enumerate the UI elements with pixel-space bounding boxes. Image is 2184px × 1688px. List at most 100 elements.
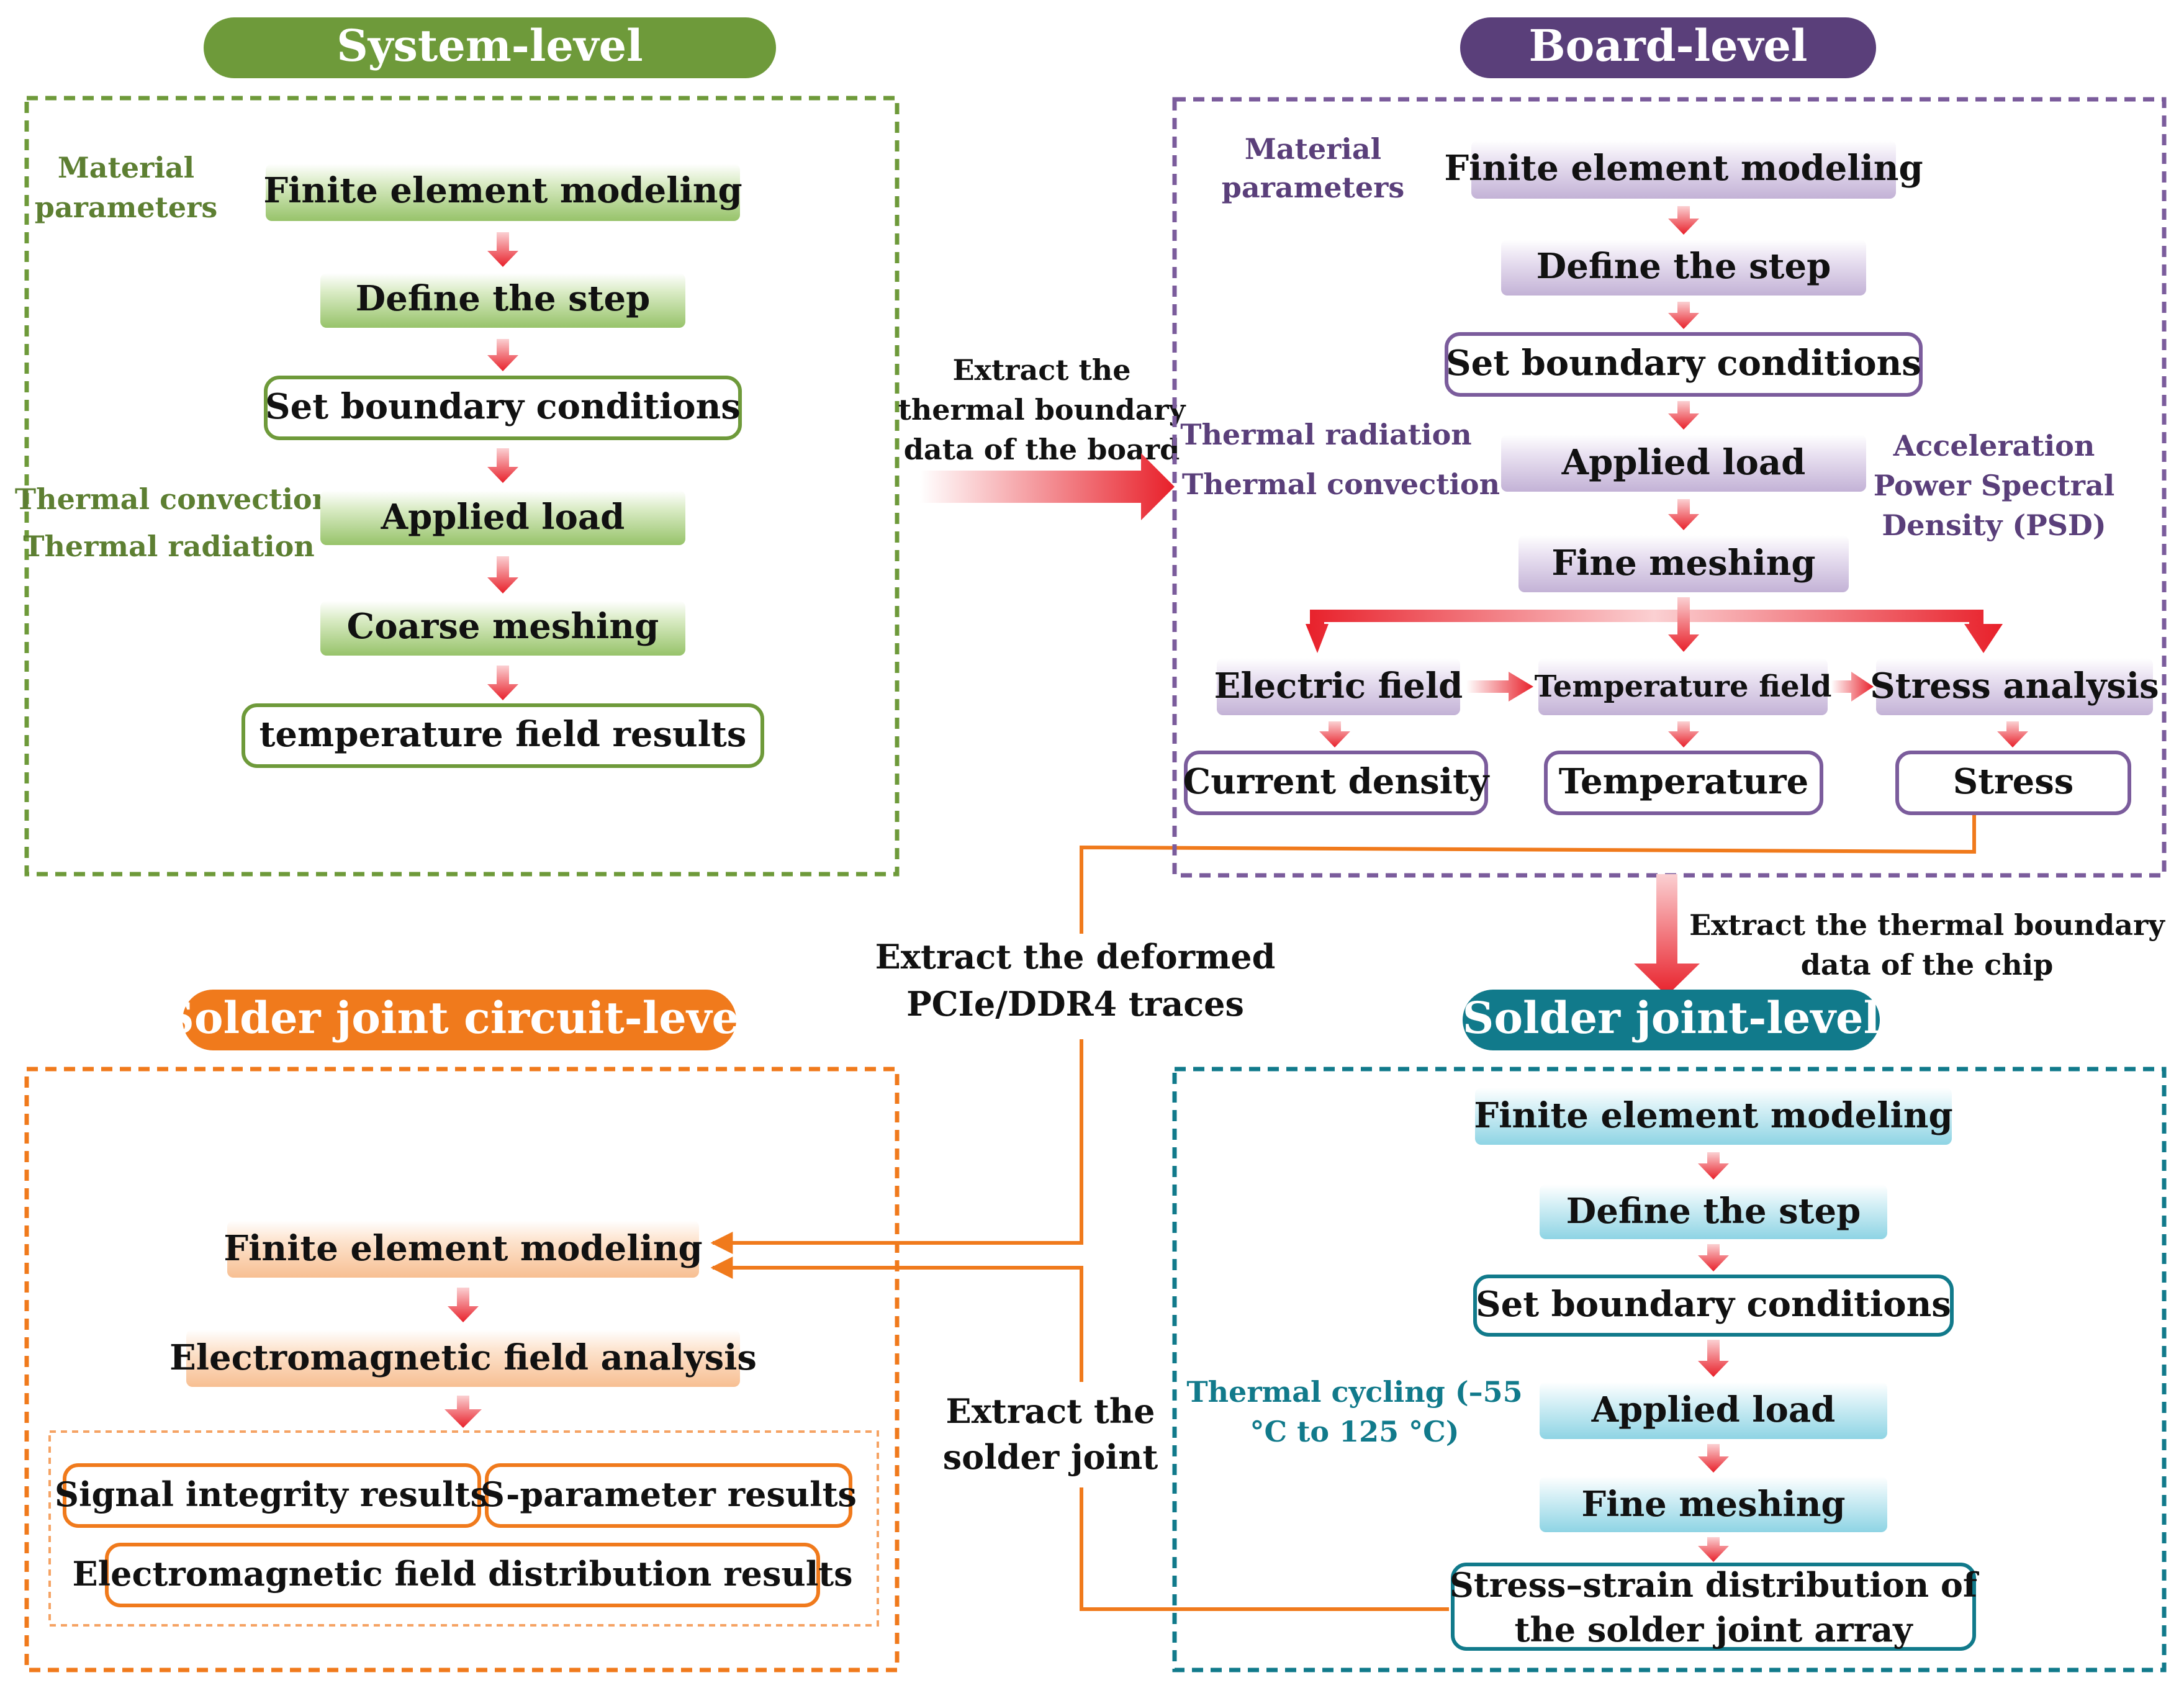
- board-acceleration-label: Acceleration: [1893, 429, 2095, 463]
- circuit-result-s-parameter: [485, 1463, 852, 1528]
- system-level-panel: System-level Material parameters Thermal…: [15, 17, 900, 877]
- joint-step-fem: [1475, 1088, 1952, 1145]
- board-step-boundary-label: Set boundary conditions: [1446, 343, 1921, 384]
- circuit-level-panel: Solder joint circuit-level Finite elemen…: [24, 990, 900, 1672]
- joint-level-panel: Solder joint-level Thermal cycling (–55 …: [1172, 990, 2167, 1672]
- system-thermal-convection-label: Thermal convection: [15, 482, 333, 516]
- joint-step-fem-label: Finite element modeling: [1474, 1095, 1952, 1136]
- solder-joint-text-2: solder joint: [943, 1437, 1158, 1477]
- board-field-temperature: [1538, 658, 1828, 715]
- board-psd-label-2: Density (PSD): [1882, 508, 2106, 542]
- board-to-joint-link: Extract the thermal boundary data of the…: [1634, 874, 2165, 996]
- circuit-result-em-distribution-label: Electromagnetic field distribution resul…: [72, 1554, 852, 1594]
- circuit-level-frame: [24, 1067, 900, 1672]
- joint-flow-arrows: [1698, 1152, 1729, 1562]
- board-field-temperature-label: Temperature field: [1535, 669, 1832, 704]
- board-step-mesh: [1518, 535, 1849, 592]
- board-result-current-density-label: Current density: [1183, 761, 1490, 802]
- deformed-traces-link-line: [710, 813, 1976, 1254]
- circuit-level-title: Solder joint circuit-level: [163, 992, 756, 1044]
- board-flow-arrows: [1319, 206, 2028, 747]
- board-field-stress-label: Stress analysis: [1870, 666, 2159, 706]
- system-to-board-arrow: [920, 453, 1175, 520]
- system-material-label-2: parameters: [35, 191, 218, 224]
- joint-level-title-pill: [1463, 990, 1880, 1050]
- joint-thermal-cycling-label-1: Thermal cycling (–55: [1186, 1375, 1522, 1409]
- joint-step-load-label: Applied load: [1591, 1389, 1836, 1430]
- board-step-fem-label: Finite element modeling: [1444, 148, 1923, 189]
- system-flow-arrows: [487, 232, 518, 700]
- circuit-results-group: [48, 1430, 879, 1627]
- board-field-electric: [1217, 658, 1460, 715]
- joint-step-load: [1540, 1382, 1887, 1439]
- system-step-mesh: [320, 601, 685, 656]
- system-step-fem: [266, 164, 740, 221]
- deformed-traces-text-2: PCIe/DDR4 traces: [906, 984, 1244, 1024]
- circuit-flow-arrows: [444, 1288, 482, 1428]
- circuit-step-em-analysis-label: Electromagnetic field analysis: [169, 1337, 757, 1378]
- circuit-result-em-distribution: [105, 1543, 820, 1607]
- joint-step-define: [1540, 1185, 1887, 1239]
- joint-result-label-1: Stress–strain distribution of: [1450, 1565, 1980, 1605]
- system-result-box: [241, 703, 764, 768]
- board-thermal-convection-label: Thermal convection: [1182, 467, 1500, 501]
- system-level-frame: [24, 96, 900, 877]
- system-level-title: System-level: [336, 20, 643, 71]
- board-level-panel: Board-level Material parameters Thermal …: [1172, 17, 2167, 878]
- board-step-load-label: Applied load: [1561, 442, 1806, 483]
- circuit-result-s-parameter-label: S-parameter results: [481, 1474, 857, 1514]
- joint-result-label-2: the solder joint array: [1515, 1610, 1914, 1650]
- system-material-label-1: Material: [58, 151, 194, 184]
- system-level-title-pill: [204, 17, 776, 78]
- solder-joint-text-1: Extract the: [946, 1391, 1155, 1431]
- board-result-temperature-label: Temperature: [1559, 761, 1808, 802]
- circuit-step-fem: [227, 1221, 699, 1278]
- board-step-mesh-label: Fine meshing: [1551, 543, 1815, 584]
- board-step-boundary: [1445, 332, 1923, 397]
- orange-link-labels: Extract the deformed PCIe/DDR4 traces Ex…: [875, 934, 1276, 1487]
- board-internal-connectors: [1306, 610, 2003, 653]
- split-arrow-to-fields: [1306, 610, 2003, 653]
- system-to-board-text-3: data of the board: [904, 433, 1180, 466]
- system-step-define: [320, 273, 685, 328]
- board-step-define-label: Define the step: [1536, 246, 1831, 287]
- board-material-label-2: parameters: [1222, 171, 1405, 204]
- system-step-define-label: Define the step: [356, 278, 651, 319]
- system-to-board-text-1: Extract the: [952, 353, 1130, 387]
- board-result-temperature: [1544, 751, 1823, 815]
- system-result-label: temperature field results: [259, 714, 747, 755]
- circuit-step-em-analysis: [186, 1330, 740, 1387]
- system-step-fem-label: Finite element modeling: [263, 170, 742, 211]
- board-level-title: Board-level: [1528, 20, 1807, 71]
- joint-result-box: [1451, 1563, 1976, 1651]
- joint-step-mesh: [1540, 1476, 1887, 1532]
- board-result-current-density: [1184, 751, 1488, 815]
- joint-level-title: Solder joint-level: [1463, 992, 1880, 1044]
- deformed-traces-text-1: Extract the deformed: [875, 937, 1276, 977]
- system-step-load: [320, 490, 685, 545]
- circuit-result-signal-integrity-label: Signal integrity results: [55, 1474, 489, 1514]
- system-step-load-label: Applied load: [381, 497, 625, 538]
- system-step-boundary-label: Set boundary conditions: [265, 386, 741, 427]
- system-thermal-radiation-label: Thermal radiation: [23, 530, 314, 563]
- board-step-define: [1501, 240, 1866, 296]
- circuit-result-signal-integrity: [63, 1463, 481, 1528]
- system-step-boundary: [264, 376, 742, 440]
- joint-step-boundary-label: Set boundary conditions: [1476, 1284, 1951, 1325]
- joint-level-frame: [1172, 1067, 2167, 1672]
- circuit-level-title-pill: [183, 990, 736, 1050]
- board-field-electric-label: Electric field: [1214, 666, 1463, 706]
- board-result-stress-label: Stress: [1953, 761, 2074, 802]
- circuit-step-fem-label: Finite element modeling: [223, 1228, 702, 1269]
- board-material-label-1: Material: [1245, 132, 1381, 166]
- system-to-board-text-2: thermal boundary: [898, 393, 1186, 427]
- board-psd-label-1: Power Spectral: [1874, 469, 2115, 502]
- board-thermal-radiation-label: Thermal radiation: [1180, 418, 1471, 451]
- board-step-load: [1501, 435, 1866, 492]
- board-step-fem: [1471, 140, 1896, 199]
- joint-step-define-label: Define the step: [1566, 1191, 1861, 1232]
- joint-step-mesh-label: Fine meshing: [1581, 1484, 1845, 1525]
- joint-step-boundary: [1473, 1275, 1954, 1337]
- board-to-joint-text-1: Extract the thermal boundary: [1689, 908, 2165, 942]
